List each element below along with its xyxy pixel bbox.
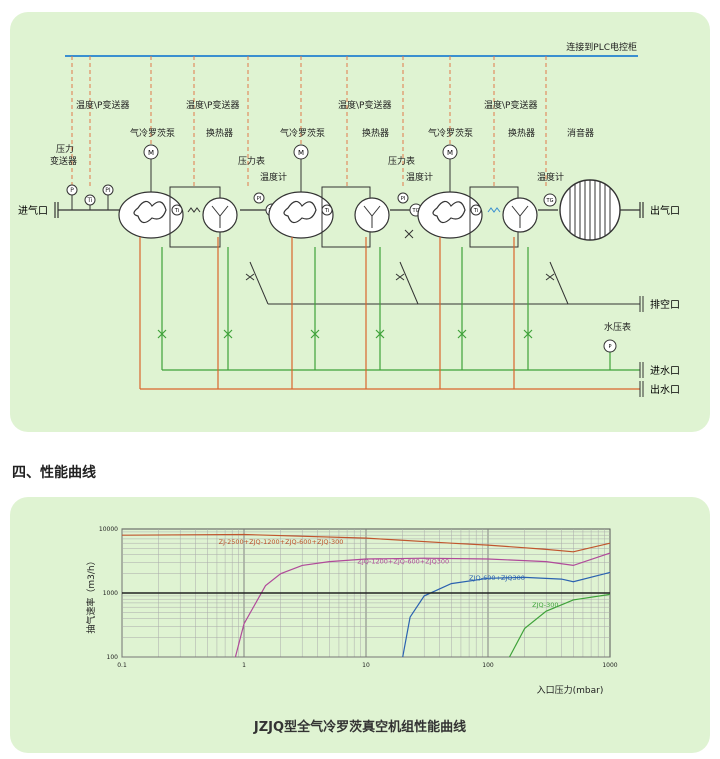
series-line-4 bbox=[508, 593, 611, 658]
temp-symbol-4: Ti bbox=[473, 208, 478, 214]
chart-caption: JZJQ型全气冷罗茨真空机组性能曲线 bbox=[253, 720, 467, 735]
pressure-symbol-1: P bbox=[70, 187, 74, 194]
motor-symbol-3: M bbox=[447, 149, 453, 157]
section-heading: 四、性能曲线 bbox=[12, 465, 96, 481]
x-tick-label: 100 bbox=[482, 662, 494, 669]
x-axis-title: 入口压力(mbar) bbox=[537, 684, 604, 696]
x-tick-label: 10 bbox=[362, 662, 370, 669]
gauge-symbol-3: PI bbox=[401, 196, 406, 202]
pump-stage-3: M Ti bbox=[417, 144, 538, 248]
thermometer-label-3: 温度计 bbox=[537, 171, 564, 183]
x-tick-label: 1 bbox=[242, 662, 246, 669]
thermometer-label-2: 温度计 bbox=[406, 171, 433, 183]
process-diagram: 连接到PLC电控柜 温度\P变送器 温度\P变送器 温度\P变送器 温度\P变送… bbox=[18, 41, 680, 397]
heat-exchanger-icon-3 bbox=[502, 197, 538, 233]
temp-transmitter-label-2: 温度\P变送器 bbox=[186, 99, 239, 111]
x-tick-label: 1000 bbox=[602, 662, 617, 669]
chart-series bbox=[121, 533, 611, 658]
roots-pump-icon-2 bbox=[268, 191, 334, 239]
plc-link-label: 连接到PLC电控柜 bbox=[566, 41, 637, 53]
motor-symbol-2: M bbox=[298, 149, 304, 157]
silencer-icon bbox=[559, 179, 621, 241]
thermometer-label-1: 温度计 bbox=[260, 171, 287, 183]
outlet-port-label: 出气口 bbox=[650, 204, 680, 217]
heat-exchanger-label-3: 换热器 bbox=[508, 127, 535, 139]
heat-exchanger-icon-2 bbox=[354, 197, 390, 233]
pressure-gauge-label-1: 压力表 bbox=[238, 155, 265, 167]
x-tick-label: 0.1 bbox=[117, 662, 127, 669]
y-tick-label: 1000 bbox=[103, 590, 118, 597]
silencer-label: 消音器 bbox=[567, 127, 594, 139]
valve-icon-bypass bbox=[404, 229, 414, 239]
heat-exchanger-label-2: 换热器 bbox=[362, 127, 389, 139]
pressure-symbol-2: P bbox=[608, 344, 611, 350]
temp-symbol-2: Ti bbox=[174, 208, 179, 214]
chart-labels: 0.1 1 10 100 1000 100 1000 10000ZJ-2500+ZJQ-120… bbox=[99, 526, 618, 669]
signal-lines bbox=[71, 56, 547, 187]
roots-pump-icon-1 bbox=[118, 191, 184, 239]
roots-pump-label-3: 气冷罗茨泵 bbox=[428, 127, 473, 139]
y-tick-label: 100 bbox=[107, 654, 119, 661]
temp-transmitter-label-1: 温度\P变送器 bbox=[76, 99, 129, 111]
temp-gauge-symbol-2: TG bbox=[412, 208, 420, 214]
water-inlet-line bbox=[157, 247, 640, 371]
roots-pump-icon-3 bbox=[417, 191, 483, 239]
gauge-symbol-1: PI bbox=[105, 187, 111, 194]
temp-symbol-3: Ti bbox=[324, 208, 329, 214]
roots-pump-label-2: 气冷罗茨泵 bbox=[280, 127, 325, 139]
temp-gauge-icon-3 bbox=[543, 193, 557, 207]
gauge-icon-2 bbox=[253, 192, 265, 204]
heat-exchanger-icon-1 bbox=[202, 197, 238, 233]
motor-symbol-1: M bbox=[148, 149, 154, 157]
water-outlet-line bbox=[139, 237, 640, 390]
performance-chart: 0.1 1 10 100 1000 100 1000 10000ZJ-2500+ZJQ-120… bbox=[85, 526, 618, 696]
pressure-transmitter-label-line1: 压力 bbox=[56, 143, 74, 155]
series-label-3: ZJQ-600+ZJQ300 bbox=[469, 574, 525, 582]
temp-gauge-symbol-3: TG bbox=[546, 198, 554, 204]
pump-stage-1: M Ti bbox=[118, 144, 238, 248]
series-label-2: ZJQ-1200+ZJQ-600+ZJQ300 bbox=[357, 557, 449, 565]
gauge-symbol-2: PI bbox=[257, 196, 262, 202]
water-pressure-gauge-label: 水压表 bbox=[604, 321, 631, 333]
temp-symbol-1: Ti bbox=[86, 197, 92, 204]
gauge-icon-3 bbox=[397, 192, 409, 204]
inlet-port-label: 进气口 bbox=[18, 204, 48, 217]
heat-exchanger-label-1: 换热器 bbox=[206, 127, 233, 139]
water-pressure-gauge-icon bbox=[603, 339, 617, 353]
series-line-3 bbox=[402, 571, 611, 658]
temp-transmitter-label-4: 温度\P变送器 bbox=[484, 99, 537, 111]
pump-stage-2: M Ti bbox=[268, 144, 390, 248]
water-in-port-label: 进水口 bbox=[650, 365, 680, 377]
y-tick-label: 10000 bbox=[99, 526, 118, 533]
water-out-port-label: 出水口 bbox=[650, 383, 680, 396]
vent-port-label: 排空口 bbox=[650, 298, 680, 311]
series-line-2 bbox=[234, 552, 611, 658]
process-diagram-panel: 连接到PLC电控柜 温度\P变送器 温度\P变送器 温度\P变送器 温度\P变送… bbox=[10, 12, 710, 432]
vent-line bbox=[245, 261, 644, 312]
series-label-4: ZJQ-300 bbox=[532, 601, 558, 609]
y-axis-title: 抽气速率（m3/h） bbox=[85, 556, 97, 633]
series-line-1 bbox=[121, 533, 611, 553]
roots-pump-label-1: 气冷罗茨泵 bbox=[130, 127, 175, 139]
pressure-gauge-label-2: 压力表 bbox=[388, 155, 415, 167]
temp-transmitter-label-3: 温度\P变送器 bbox=[338, 99, 391, 111]
series-label-1: ZJ-2500+ZJQ-1200+ZJQ-600+ZJQ-300 bbox=[219, 538, 344, 546]
pressure-transmitter-label-line2: 变送器 bbox=[50, 155, 77, 167]
